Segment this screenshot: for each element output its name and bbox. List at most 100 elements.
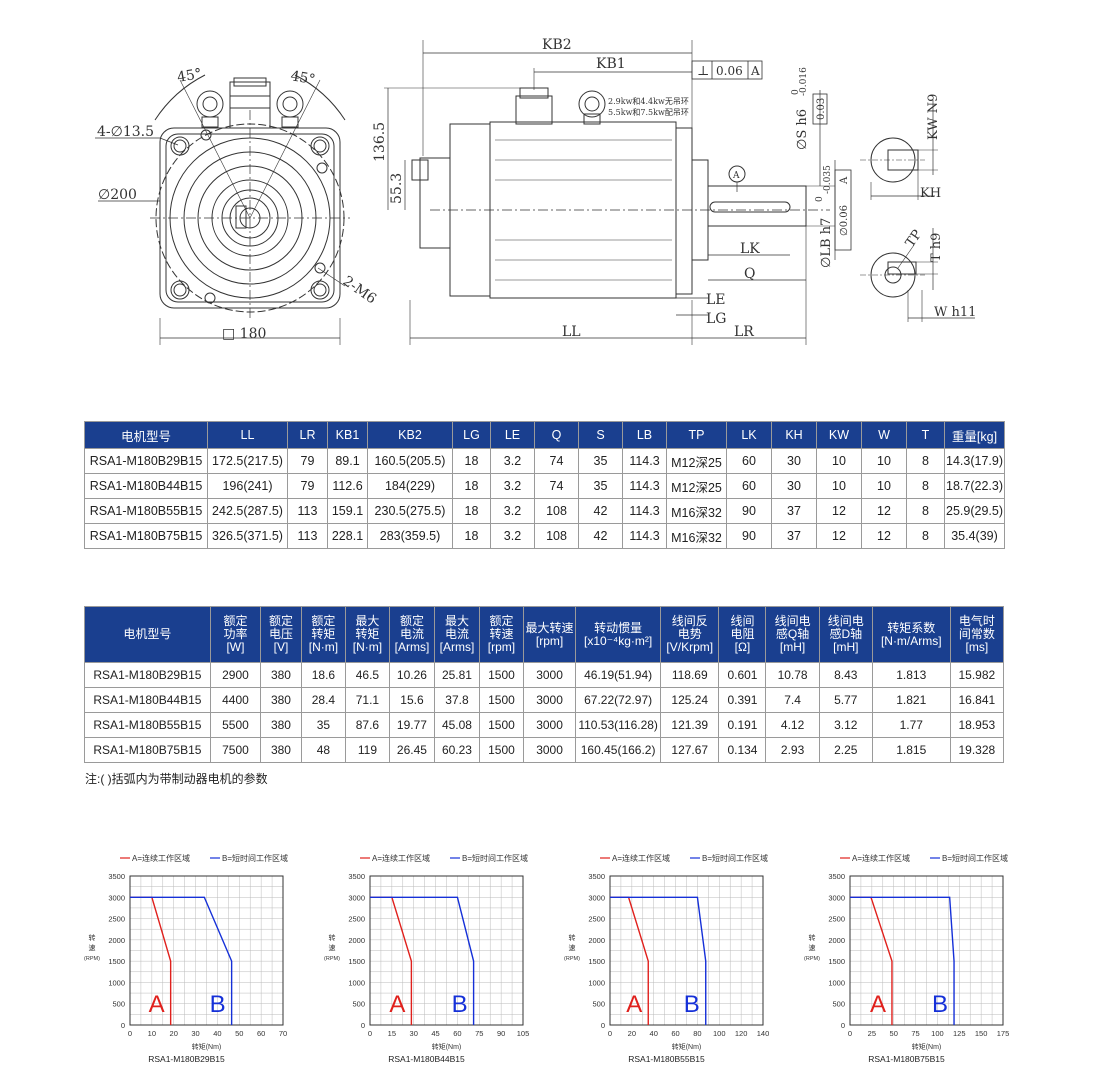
table-cell: 114.3 <box>622 473 667 499</box>
region-label: A <box>870 991 886 1018</box>
t2-header-line: 最大 <box>444 614 469 628</box>
pilot-lb-label: ∅LB h7 <box>819 218 834 268</box>
x-tick-label: 60 <box>257 1029 265 1038</box>
y-axis-label: (RPM) <box>804 956 820 962</box>
y-tick-label: 1500 <box>828 957 845 966</box>
t2-header-13: 线间电感D轴[mH] <box>818 606 873 663</box>
t2-header-line: [Ω] <box>734 640 751 654</box>
table-cell: 110.53(116.28) <box>575 712 662 738</box>
table-cell: M16深32 <box>666 498 727 524</box>
table-cell: 114.3 <box>622 523 667 549</box>
t1-header-16: 重量[kg] <box>944 421 1005 449</box>
legend-item: B=短时间工作区域 <box>702 853 768 863</box>
t2-header-line: 线间电 <box>827 614 864 628</box>
t2-header-line: 电压 <box>268 627 293 641</box>
datum-label: A <box>732 171 740 181</box>
x-tick-label: 90 <box>497 1029 505 1038</box>
table-cell: 172.5(217.5) <box>207 448 288 474</box>
table-cell: 230.5(275.5) <box>367 498 453 524</box>
t2-header-line: 最大 <box>355 614 380 628</box>
table-cell: 8 <box>906 523 945 549</box>
t1-header-6: LE <box>490 421 535 449</box>
y-tick-label: 500 <box>832 1000 845 1009</box>
table-cell: 12 <box>816 523 862 549</box>
x-tick-label: 120 <box>735 1029 748 1038</box>
t2-header-7: 额定转速[rpm] <box>478 606 524 663</box>
plot-frame <box>609 875 764 1026</box>
t2-header-3: 额定转矩[N·m] <box>300 606 346 663</box>
table-cell: 3.12 <box>818 712 873 738</box>
table-cell: 12 <box>816 498 862 524</box>
side-view: KB2 KB1 ⊥ 0.06 A 136.5 55.3 2.9kw和4.4kw无… <box>372 37 852 345</box>
legend-item: A=连续工作区域 <box>372 853 430 863</box>
table-cell: RSA1-M180B75B15 <box>84 737 211 763</box>
y-tick-label: 2000 <box>348 936 365 945</box>
t2-header-line: 转矩 <box>355 627 380 641</box>
table-cell: 89.1 <box>327 448 368 474</box>
region-label: B <box>932 991 948 1018</box>
q-label: Q <box>744 266 755 282</box>
legend-item: A=连续工作区域 <box>132 853 190 863</box>
y-tick-label: 3500 <box>348 872 365 881</box>
t1-header-1: LL <box>207 421 288 449</box>
region-label: B <box>684 991 700 1018</box>
ring-note-1: 2.9kw和4.4kw无吊环 <box>608 97 689 106</box>
x-tick-label: 0 <box>368 1029 372 1038</box>
chart-title: RSA1-M180B44B15 <box>388 1054 465 1064</box>
y-tick-label: 3000 <box>108 893 125 902</box>
t2-header-line: 电机型号 <box>123 627 172 641</box>
t2-header-line: 转动惯量 <box>594 620 643 635</box>
x-tick-label: 25 <box>868 1029 876 1038</box>
table-cell: 18 <box>452 448 491 474</box>
table-cell: 3.2 <box>490 523 535 549</box>
table-cell: 3000 <box>522 687 577 713</box>
t2-header-line: [ms] <box>965 640 989 654</box>
angle-right-label: 45° <box>289 68 316 88</box>
t2-header-2: 额定电压[V] <box>260 606 302 663</box>
table-cell: 1500 <box>478 712 524 738</box>
chart-title: RSA1-M180B75B15 <box>868 1054 945 1064</box>
table-cell: M12深25 <box>666 473 727 499</box>
table-cell: 42 <box>578 523 623 549</box>
t2-header-9: 转动惯量[x10⁻⁴kg·m²] <box>575 606 662 663</box>
t2-header-line: [rpm] <box>487 640 516 654</box>
table-note: 注:( )括弧内为带制动器电机的参数 <box>85 772 268 786</box>
table-cell: 10 <box>816 448 862 474</box>
y-tick-label: 0 <box>841 1021 845 1030</box>
tol-value: 0.06 <box>716 64 743 78</box>
table-cell: 114.3 <box>622 448 667 474</box>
legend-item: B=短时间工作区域 <box>942 853 1008 863</box>
lb-lower: -0.035 <box>823 165 833 194</box>
x-tick-label: 45 <box>431 1029 439 1038</box>
t2-header-line: 电流 <box>399 627 424 641</box>
t2-header-line: 线间 <box>730 614 755 628</box>
table-cell: 18.953 <box>949 712 1005 738</box>
t1-header-11: LK <box>726 421 772 449</box>
table-cell: 7.4 <box>765 687 820 713</box>
table-cell: 1.821 <box>871 687 951 713</box>
tol-symbol: ⊥ <box>697 64 709 79</box>
x-tick-label: 70 <box>279 1029 287 1038</box>
table-cell: 18 <box>452 473 491 499</box>
lb-upper: 0 <box>815 196 825 202</box>
lk-label: LK <box>740 241 760 257</box>
t2-header-line: 额定 <box>223 614 248 628</box>
table-cell: 60 <box>726 473 772 499</box>
x-tick-label: 60 <box>453 1029 461 1038</box>
y-axis-label: 速 <box>809 944 816 952</box>
table-cell: 118.69 <box>660 662 720 688</box>
table-cell: 8 <box>906 473 945 499</box>
x-tick-label: 100 <box>713 1029 726 1038</box>
table-cell: 37.8 <box>433 687 480 713</box>
t1-header-14: W <box>861 421 907 449</box>
x-tick-label: 0 <box>608 1029 612 1038</box>
table-cell: 114.3 <box>622 498 667 524</box>
table-cell: 16.841 <box>949 687 1005 713</box>
y-tick-label: 2000 <box>588 936 605 945</box>
table-cell: 0.391 <box>718 687 767 713</box>
table-cell: 380 <box>260 712 302 738</box>
